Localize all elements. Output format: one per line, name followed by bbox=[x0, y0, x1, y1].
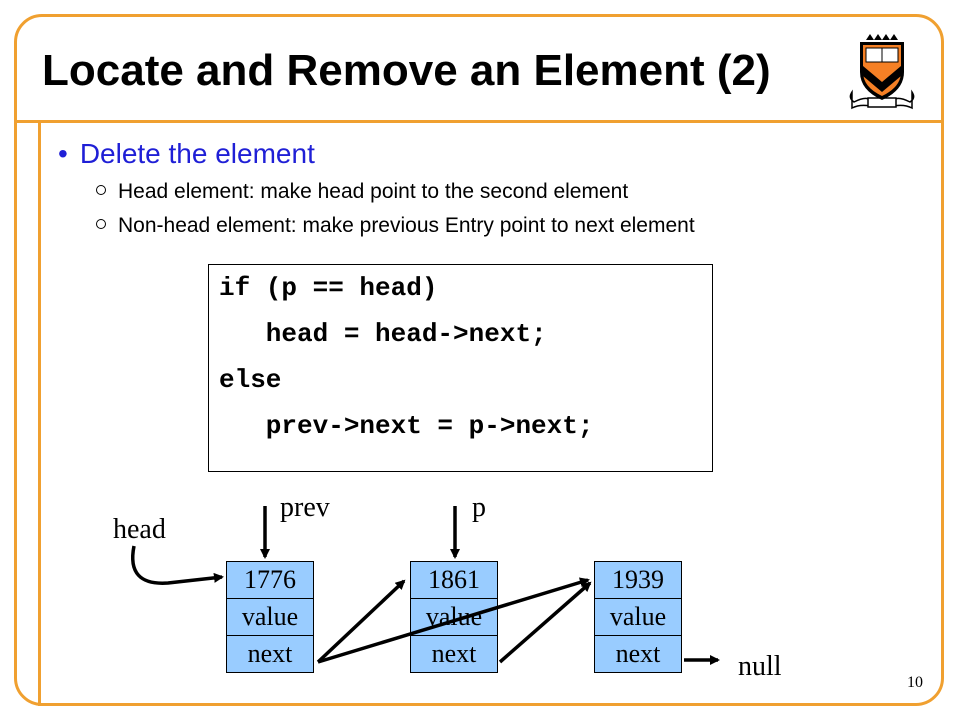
next-arrow-1776-to-1861 bbox=[316, 579, 406, 664]
bullet-main-text: Delete the element bbox=[79, 138, 315, 169]
sub-bullet-nonhead-text: Non-head element: make previous Entry po… bbox=[118, 214, 695, 237]
node-key: 1861 bbox=[410, 561, 498, 599]
prev-label: prev bbox=[280, 492, 330, 523]
node-next: next bbox=[226, 635, 314, 673]
bullet-main: • Delete the element bbox=[58, 138, 315, 170]
code-line-3: else bbox=[219, 365, 282, 395]
slide-title: Locate and Remove an Element (2) bbox=[42, 46, 771, 95]
list-node-1939: 1939 value next bbox=[594, 561, 682, 673]
p-label: p bbox=[472, 492, 486, 523]
code-box: if (p == head) head = head->next; else p… bbox=[208, 264, 713, 472]
left-divider bbox=[38, 120, 41, 706]
head-arrow bbox=[131, 545, 224, 585]
sub-bullet-head: Head element: make head point to the sec… bbox=[96, 180, 628, 204]
code-line-4: prev->next = p->next; bbox=[219, 411, 594, 441]
list-node-1776: 1776 value next bbox=[226, 561, 314, 673]
sub-bullet-nonhead: Non-head element: make previous Entry po… bbox=[96, 214, 695, 238]
node-next: next bbox=[410, 635, 498, 673]
node-key: 1776 bbox=[226, 561, 314, 599]
bypass-arrow-1776-to-1939 bbox=[317, 577, 590, 664]
page-number: 10 bbox=[907, 674, 923, 691]
princeton-shield-icon bbox=[849, 34, 915, 110]
head-label: head bbox=[113, 514, 166, 545]
code-line-2: head = head->next; bbox=[219, 319, 547, 349]
node-next: next bbox=[594, 635, 682, 673]
sub-bullet-head-text: Head element: make head point to the sec… bbox=[118, 180, 629, 203]
sub-bullet-marker bbox=[96, 219, 106, 230]
node-value: value bbox=[226, 598, 314, 636]
slide-frame bbox=[14, 14, 944, 706]
sub-bullet-marker bbox=[96, 185, 106, 196]
bullet-dot: • bbox=[58, 138, 68, 169]
next-arrow-1861-to-1939 bbox=[498, 581, 592, 664]
code-line-1: if (p == head) bbox=[219, 273, 438, 303]
node-value: value bbox=[594, 598, 682, 636]
title-divider bbox=[14, 120, 944, 123]
node-key: 1939 bbox=[594, 561, 682, 599]
null-label: null bbox=[738, 651, 782, 682]
